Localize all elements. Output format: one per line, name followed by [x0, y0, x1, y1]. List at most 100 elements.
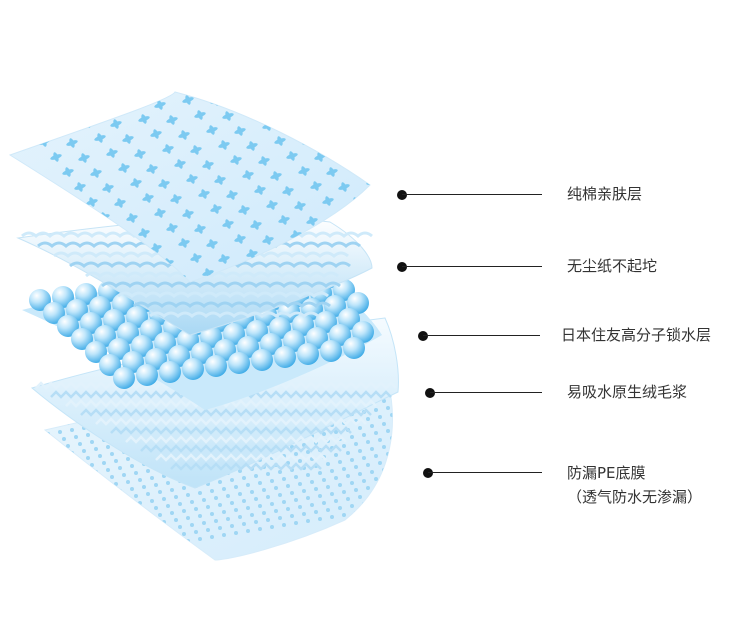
film-dot [250, 490, 254, 494]
leader-line-2 [402, 266, 542, 267]
film-dot [126, 526, 130, 530]
cross-pattern-icon [234, 126, 246, 136]
pulp-ridge [170, 462, 322, 471]
film-dot [50, 416, 54, 420]
cross-pattern-icon [50, 152, 62, 162]
film-dot [374, 500, 378, 504]
film-dot [290, 491, 294, 495]
cross-pattern-icon [290, 122, 302, 132]
cross-pattern-icon [222, 219, 234, 229]
film-dot [62, 460, 66, 464]
film-dot [414, 409, 418, 413]
cross-pattern-icon [158, 179, 170, 189]
cross-pattern-icon [318, 117, 330, 127]
cross-pattern-icon [206, 125, 218, 135]
film-dot [98, 477, 102, 481]
film-dot [454, 479, 458, 483]
film-dot [214, 519, 218, 523]
film-dot [45, 425, 46, 429]
cross-pattern-icon [118, 163, 130, 173]
polymer-bead [352, 321, 374, 343]
leader-dot-5 [423, 468, 433, 478]
film-dot [350, 504, 354, 508]
film-dot [458, 486, 462, 490]
film-dot [434, 490, 438, 494]
film-dot [82, 495, 86, 499]
film-dot [350, 458, 354, 462]
film-dot [406, 441, 410, 445]
film-dot [286, 484, 290, 488]
cross-pattern-icon [66, 138, 78, 148]
film-dot [126, 457, 130, 461]
film-dot [54, 423, 58, 427]
film-dot [410, 448, 414, 452]
film-dot [370, 470, 374, 474]
polymer-bead [99, 354, 121, 376]
film-dot [418, 416, 422, 420]
pulp-ridge [125, 435, 347, 444]
film-dot [410, 471, 414, 475]
film-dot [322, 501, 326, 505]
film-dot [346, 451, 350, 455]
film-dot [254, 497, 258, 501]
film-dot [58, 430, 62, 434]
film-dot [390, 482, 393, 486]
film-dot [338, 460, 342, 464]
cross-pattern-icon [194, 110, 206, 120]
film-dot [374, 408, 378, 412]
layer-label-1-text: 纯棉亲肤层 [567, 185, 643, 203]
film-dot [258, 481, 262, 485]
layer-label-5-text: 防漏PE底膜 [567, 464, 646, 482]
film-dot [106, 514, 110, 518]
cross-pattern-icon [182, 95, 194, 105]
cross-pattern-icon [262, 235, 274, 245]
film-dot [134, 517, 138, 521]
polymer-bead [343, 337, 365, 359]
polymer-bead [140, 319, 162, 341]
film-dot [158, 536, 162, 540]
polymer-bead [145, 348, 167, 370]
film-dot [186, 493, 190, 497]
film-dot [70, 474, 74, 478]
layer-label-4: 易吸水原生绒毛浆 [567, 380, 687, 404]
film-dot [230, 501, 234, 505]
cross-pattern-icon [74, 182, 86, 192]
film-dot [422, 423, 426, 427]
polymer-bead [306, 327, 328, 349]
film-dot [254, 474, 258, 478]
cross-pattern-icon [126, 213, 138, 223]
film-dot [338, 506, 342, 510]
film-dot [218, 480, 222, 484]
film-dot [306, 496, 310, 500]
film-dot [186, 516, 190, 520]
film-dot [326, 485, 330, 489]
layer-label-4-text: 易吸水原生绒毛浆 [567, 383, 688, 401]
paper-ridge [85, 271, 339, 278]
film-dot [74, 481, 78, 485]
cross-pattern-icon [294, 201, 306, 211]
pulp-ridge [110, 426, 352, 435]
cross-pattern-icon [413, 235, 428, 249]
film-dot [102, 484, 106, 488]
cross-pattern-icon [130, 178, 142, 188]
film-dot [266, 518, 270, 522]
film-dot [398, 427, 402, 431]
cross-pattern-icon [254, 185, 266, 195]
film-dot [358, 426, 362, 430]
film-dot [362, 456, 366, 460]
film-dot [262, 488, 266, 492]
cross-pattern-icon [354, 162, 366, 172]
film-dot [134, 471, 138, 475]
film-dot [434, 444, 438, 448]
film-dot [114, 505, 118, 509]
film-dot [134, 540, 138, 544]
pulp-ridge [155, 453, 327, 462]
film-dot [122, 519, 126, 523]
cross-pattern-icon [338, 182, 350, 192]
film-dot [326, 462, 330, 466]
film-dot [122, 473, 126, 477]
film-dot [194, 507, 198, 511]
film-dot [350, 481, 354, 485]
film-dot [366, 509, 370, 513]
